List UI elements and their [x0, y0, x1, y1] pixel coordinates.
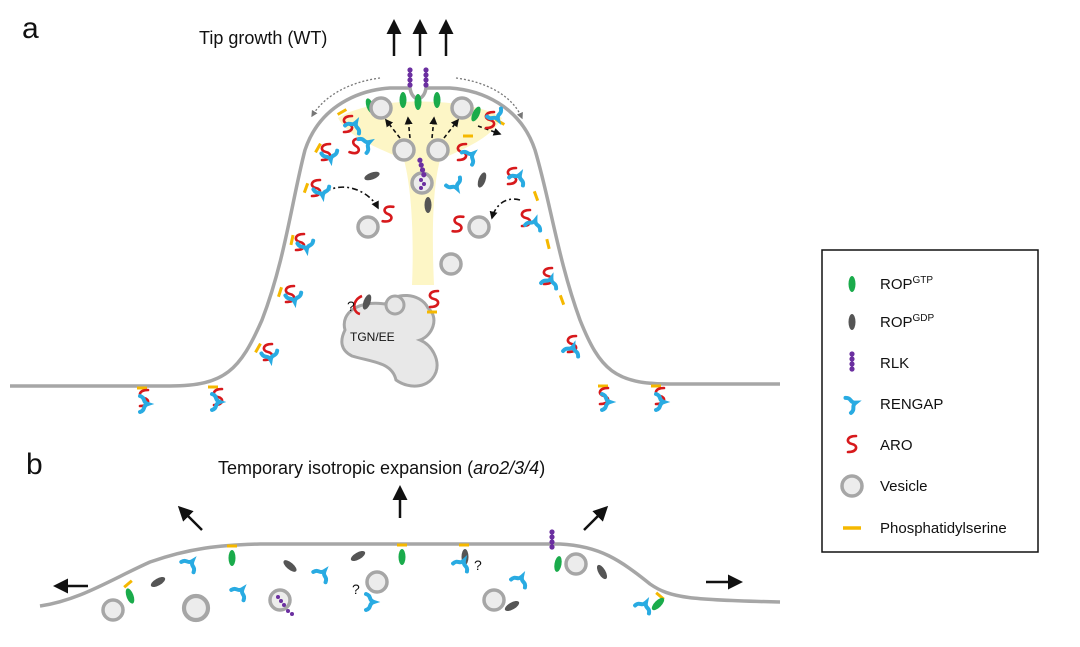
- rengap-b-2: [229, 581, 251, 603]
- rop-gdp-b-3: [349, 548, 367, 564]
- panel-a-letter: a: [22, 12, 39, 45]
- legend-item-phosphatidylserine: Phosphatidylserine: [843, 520, 1007, 537]
- rop-gtp-b-3: [398, 549, 406, 565]
- rlk-tip-1: [407, 67, 413, 88]
- rlk-b: [549, 529, 555, 550]
- legend-item-rop-gdp: ROPGDP: [848, 313, 935, 331]
- recycling-arrows: [324, 186, 521, 220]
- panel-b-title-suffix: ): [539, 458, 545, 478]
- legend-item-rop-gtp: ROPGTP: [848, 275, 933, 293]
- rop-gtp-b-2: [228, 550, 236, 566]
- aro-at-tgn-2: [428, 289, 440, 309]
- rop-gdp-legend-icon: [848, 314, 856, 330]
- vesicle-right: [467, 215, 491, 239]
- membrane-complexes-left: [135, 108, 376, 414]
- panel-b-title-prefix: Temporary isotropic expansion (: [218, 458, 473, 478]
- legend-rop-gtp-main: ROP: [880, 276, 913, 293]
- panel-b: b Temporary isotropic expansion (aro2/3/…: [26, 448, 781, 622]
- rengap-b-4: [364, 592, 376, 612]
- question-mark-b-1: ?: [352, 581, 360, 597]
- legend-label-aro: ARO: [880, 437, 913, 454]
- tgn-ee-organelle: TGN/EE: [340, 294, 439, 388]
- rop-gtp-tip-2: [414, 94, 422, 110]
- vesicle-b-1: [101, 598, 125, 622]
- panel-b-letter: b: [26, 448, 43, 481]
- legend-label-vesicle: Vesicle: [880, 478, 928, 495]
- rengap-b-6: [509, 570, 531, 590]
- vesicle-b-5: [564, 552, 588, 576]
- rop-gdp-cyto-3: [475, 171, 489, 189]
- lateral-diffusion-arrow-right: [455, 77, 523, 120]
- rengap-cyto: [444, 175, 466, 195]
- legend-item-rlk: RLK: [849, 351, 909, 372]
- question-mark-b-2: ?: [474, 557, 482, 573]
- rop-gtp-tip-1: [399, 92, 407, 108]
- rop-gdp-b-4: [503, 598, 521, 614]
- vesicle-tip-3: [392, 138, 416, 162]
- legend-item-aro: ARO: [846, 434, 913, 454]
- rop-gdp-cyto-1: [363, 169, 381, 183]
- panel-b-title: Temporary isotropic expansion (aro2/3/4): [218, 458, 545, 478]
- rlk-tip-2: [423, 67, 429, 88]
- cell-membrane-b: [39, 542, 781, 608]
- panel-a-title: Tip growth (WT): [199, 28, 327, 48]
- rop-gdp-b-1: [149, 574, 167, 590]
- growth-arrows: [386, 19, 454, 56]
- legend-label-rlk: RLK: [880, 355, 909, 372]
- vesicle-tip-1: [369, 96, 393, 120]
- legend-label-rengap: RENGAP: [880, 396, 943, 413]
- rop-gdp-cyto-2: [424, 197, 432, 213]
- rengap-b-7: [633, 596, 655, 616]
- ps-b-1: [122, 579, 134, 589]
- legend: ROPGTP ROPGDP RLK RENGAP ARO Vesicle Pho…: [821, 249, 1039, 553]
- legend-rop-gdp-main: ROP: [880, 314, 913, 331]
- rop-gdp-b-2: [281, 558, 299, 574]
- legend-item-vesicle: Vesicle: [840, 474, 928, 498]
- expansion-arrows: [53, 485, 743, 594]
- rengap-b-1: [179, 553, 201, 575]
- aro-at-tgn: [352, 294, 363, 316]
- panel-a: a Tip growth (WT) TGN/EE ?: [10, 12, 780, 414]
- legend-label-rop-gdp: ROPGDP: [880, 313, 935, 331]
- rop-gtp-b-4: [553, 555, 563, 573]
- legend-rop-gdp-sup: GDP: [913, 313, 935, 324]
- aro-cyto-2: [451, 214, 465, 234]
- vesicle-b-3: [365, 570, 389, 594]
- panel-b-title-genotype: aro2/3/4: [473, 458, 539, 478]
- vesicle-tip-2: [450, 96, 474, 120]
- vesicle-lower: [439, 252, 463, 276]
- rop-gdp-b-5: [594, 563, 610, 581]
- rop-gtp-b-1: [123, 587, 137, 605]
- vesicle-b-2: [184, 596, 208, 620]
- vesicle-legend-icon: [840, 474, 864, 498]
- aro-cyto-1: [381, 204, 395, 224]
- rop-gtp-legend-icon: [848, 276, 856, 292]
- vesicle-tip-4: [426, 138, 450, 162]
- vesicle-b-with-rlk: [268, 588, 294, 616]
- vesicle-b-4: [482, 588, 506, 612]
- tgn-question-mark: ?: [347, 298, 355, 314]
- lateral-diffusion-arrow-left: [311, 77, 381, 118]
- rengap-b-3: [311, 563, 333, 585]
- legend-item-rengap: RENGAP: [843, 393, 943, 415]
- legend-label-phosphatidylserine: Phosphatidylserine: [880, 520, 1007, 537]
- vesicle-left: [356, 215, 380, 239]
- legend-rop-gtp-sup: GTP: [913, 275, 934, 286]
- tgn-label: TGN/EE: [350, 330, 395, 344]
- exocytosis-arrows: [385, 116, 502, 139]
- rop-gtp-tip-3: [433, 92, 441, 108]
- legend-label-rop-gtp: ROPGTP: [880, 275, 933, 293]
